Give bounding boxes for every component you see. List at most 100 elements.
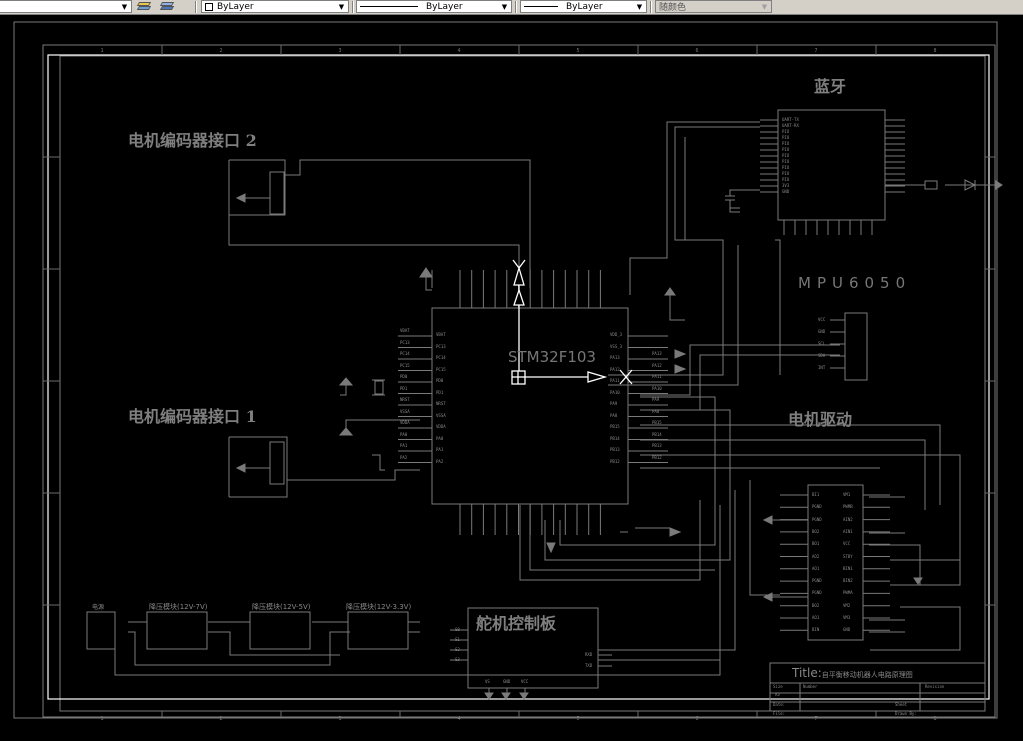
driver-left-pin-label: BO2 <box>812 528 820 534</box>
servo-right-pin-label: TXD <box>585 663 593 668</box>
mpu-pin-label: VCC <box>818 317 826 322</box>
driver-right-pin-label: VM3 <box>843 615 851 620</box>
driver-left-pin-label: BO1 <box>812 541 820 547</box>
encoder1-connector <box>269 441 285 485</box>
mcu-right-pin-label: PB15 <box>610 424 620 429</box>
driver-right-pin-label: VM2 <box>843 602 851 608</box>
mcu-right-net-label: PB12 <box>652 454 662 460</box>
bt-pin-label: UART-TX <box>782 117 799 122</box>
column-number-top: 8 <box>933 48 937 54</box>
color-combo-partial[interactable]: ▼ <box>0 0 132 13</box>
mcu-left-pin-label: NRST <box>436 401 446 406</box>
mcu-right-net-label: PA10 <box>652 385 662 391</box>
mcu-pin-stubs <box>398 270 668 535</box>
mcu-right-net-label: PA12 <box>652 362 662 368</box>
servo-left-pin-label: S1 <box>455 637 460 642</box>
inner-sheet-border <box>59 55 986 712</box>
bt-pin-label: GND <box>782 189 790 194</box>
column-number-bottom: 6 <box>695 716 699 722</box>
linetype-control-value: ByLayer <box>426 1 463 12</box>
column-number-bottom: 3 <box>338 716 342 722</box>
servo-bottom-pin-label: GND <box>503 679 511 684</box>
driver-left-pin-label: PGND <box>812 516 822 522</box>
column-number-bottom: 5 <box>576 716 580 722</box>
driver-right-pin-label: VCC <box>843 541 851 547</box>
column-number-top: 2 <box>219 48 223 54</box>
mcu-right-pin-label: PA8 <box>610 412 618 418</box>
regulator-3v3-label: 降压模块(12V-3.3V) <box>346 603 412 611</box>
mcu-left-net-label: NRST <box>400 397 410 402</box>
driver-right-pin-label: PWMA <box>843 590 853 596</box>
bluetooth-label: 蓝牙 <box>814 77 847 96</box>
lineweight-control-combo[interactable]: ByLayer ▼ <box>520 0 647 13</box>
drawing-canvas[interactable]: 电机编码器接口 2 电机编码器接口 1 蓝牙 MPU6050 电机驱动 舵机控制… <box>0 15 1023 741</box>
color-control-combo[interactable]: ByLayer ▼ <box>201 0 349 13</box>
servo-board-body <box>467 607 599 689</box>
mcu-left-net-label: VDDA <box>400 420 410 425</box>
stm32-chip-body <box>431 307 629 505</box>
title-block-frame <box>769 662 986 712</box>
mcu-right-pin-label: PA13 <box>610 355 620 360</box>
mcu-left-pin-label: VDDA <box>436 424 446 429</box>
bt-pin-label: UART-RX <box>782 123 799 128</box>
mcu-left-pin-label: PA0 <box>436 435 444 441</box>
column-number-top: 6 <box>695 48 699 54</box>
tb-size-label: Size <box>773 684 783 689</box>
mcu-right-net-label: PB14 <box>652 431 662 437</box>
driver-right-pin-label: PWMB <box>843 504 853 510</box>
driver-left-pin-label: AO1 <box>812 615 820 620</box>
tb-drawn-label: Drawn By: <box>895 711 917 716</box>
bt-pin-label: 3V3 <box>782 183 790 188</box>
driver-right-pin-label: VM1 <box>843 492 851 497</box>
mcu-right-pin-label: PB12 <box>610 458 620 464</box>
plotstyle-control-combo[interactable]: 随颜色 ▼ <box>655 0 772 13</box>
bluetooth-module-body <box>777 109 886 221</box>
mpu-pin-label: SDA <box>818 353 826 358</box>
tb-date-label: Date: <box>773 702 786 707</box>
chevron-down-icon: ▼ <box>121 2 128 11</box>
schematic-drawing <box>13 21 1003 719</box>
bt-pin-label: PIO <box>782 177 790 182</box>
wires <box>114 121 961 676</box>
regulator-7v-block <box>146 611 208 650</box>
tb-file-label: File: <box>773 711 786 716</box>
mcu-left-net-label: PA0 <box>400 431 408 437</box>
column-number-top: 7 <box>814 48 818 54</box>
regulator-3v3-block <box>347 611 409 650</box>
driver-left-pin-label: PGND <box>812 590 822 596</box>
layer-states-icon[interactable] <box>136 0 152 14</box>
color-control-value: ByLayer <box>217 1 254 12</box>
mpu-pin-label: SCL <box>818 341 826 346</box>
driver-left-pin-label: BIN <box>812 627 820 633</box>
driver-left-pin-label: BI1 <box>812 492 820 497</box>
column-number-bottom: 2 <box>219 716 223 722</box>
regulator-7v-label: 降压模块(12V-7V) <box>149 603 208 611</box>
mcu-right-pin-label: PA11 <box>610 378 620 383</box>
zone-ticks <box>43 45 995 717</box>
ucs-icon <box>511 259 633 385</box>
bt-pin-label: PIO <box>782 171 790 176</box>
regulator-5v-label: 降压模块(12V-5V) <box>252 603 311 611</box>
mcu-left-pin-label: PA2 <box>436 458 444 464</box>
column-number-top: 3 <box>338 48 342 54</box>
motor-driver-label: 电机驱动 <box>788 410 853 429</box>
mpu-pin-label: GND <box>818 329 826 334</box>
layer-previous-icon[interactable] <box>159 0 175 14</box>
driver-right-pin-label: BIN2 <box>843 578 853 584</box>
mpu6050-label: MPU6050 <box>798 274 912 292</box>
linetype-control-combo[interactable]: ByLayer ▼ <box>356 0 512 13</box>
bt-pin-label: PIO <box>782 135 790 140</box>
lineweight-preview <box>524 6 558 7</box>
mcu-left-pin-label: PC15 <box>436 366 446 372</box>
mcu-left-pin-label: PA1 <box>436 447 444 452</box>
mcu-right-pin-label: VDD_3 <box>610 332 623 337</box>
driver-right-pin-label: AIN2 <box>843 516 853 522</box>
mcu-label: STM32F103 <box>508 348 596 366</box>
mcu-right-net-label: PA11 <box>652 374 662 379</box>
servo-bottom-pin-label: VCC <box>521 679 529 684</box>
bt-pin-label: PIO <box>782 165 790 170</box>
column-number-top: 1 <box>100 48 104 54</box>
column-number-bottom: 1 <box>100 716 104 722</box>
column-number-bottom: 4 <box>457 716 461 722</box>
encoder1-label: 电机编码器接口 1 <box>128 407 257 426</box>
